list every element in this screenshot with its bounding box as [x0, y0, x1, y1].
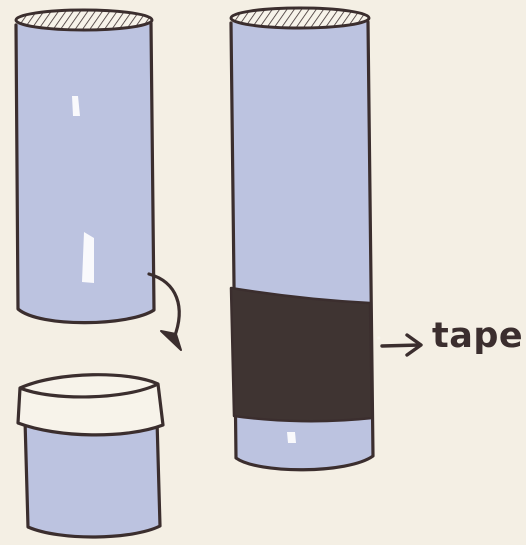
right-arrow-stroke: [382, 345, 420, 346]
curved-arrow-head: [161, 331, 181, 350]
tape-label: tape: [432, 319, 523, 354]
right-arrow-icon: [382, 335, 421, 355]
right-tube-highlight: [287, 432, 296, 443]
tape-band: [231, 288, 372, 421]
segment-body-fill: [25, 420, 160, 537]
right-cardboard-tube: [231, 8, 373, 470]
right-tube-top-opening: [231, 8, 369, 28]
cut-tube-segment: [18, 375, 163, 537]
left-cardboard-tube: [16, 10, 154, 324]
left-tube-top-opening: [16, 10, 152, 30]
segment-flap-fill: [18, 375, 163, 435]
